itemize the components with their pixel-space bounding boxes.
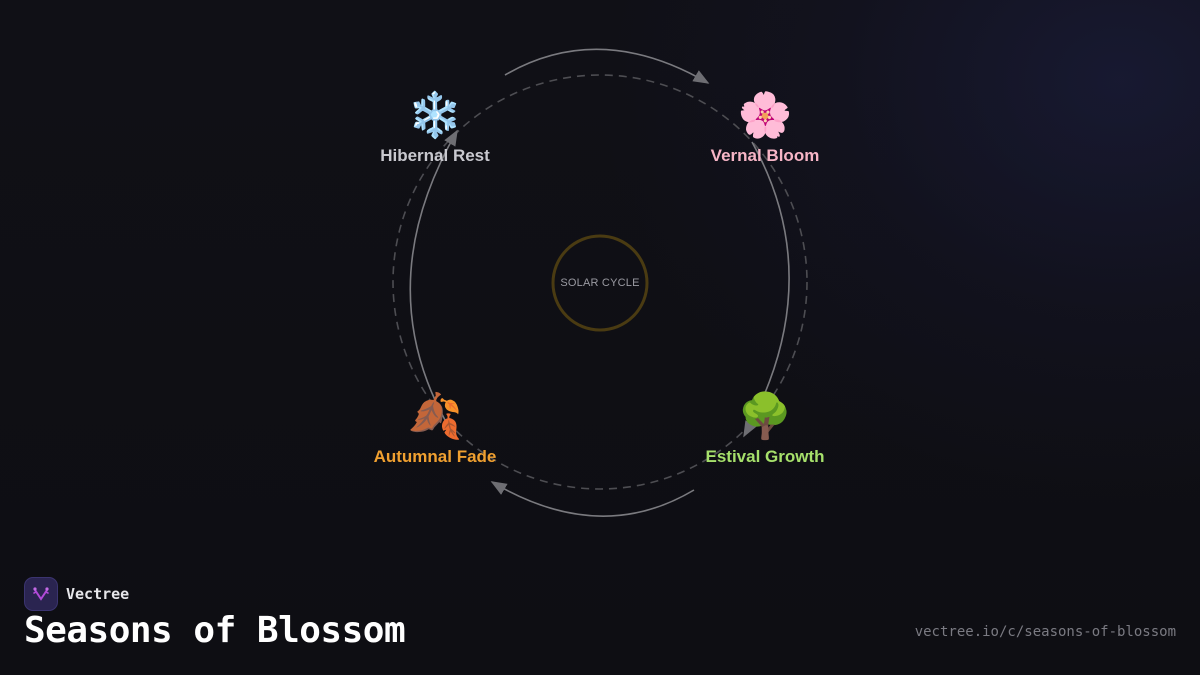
brand-name: Vectree — [66, 585, 130, 603]
cherry-blossom-icon: 🌸 — [737, 90, 793, 141]
source-url[interactable]: vectree.io/c/seasons-of-blossom — [914, 624, 1176, 640]
tree-icon: 🌳 — [737, 391, 793, 442]
snowflake-icon: ❄️ — [407, 90, 463, 141]
node-vernal-bloom[interactable]: 🌸 Vernal Bloom — [685, 88, 845, 166]
fallen-leaves-icon: 🍂 — [407, 391, 463, 442]
page-title: Seasons of Blossom — [24, 610, 406, 651]
vectree-logo-icon — [24, 577, 58, 611]
dashed-orbit-ring — [392, 74, 808, 490]
node-autumnal-fade[interactable]: 🍂 Autumnal Fade — [355, 389, 515, 467]
arrow-autumn-to-winter — [409, 129, 458, 421]
arrow-winter-to-spring — [504, 48, 710, 84]
node-label: Vernal Bloom — [710, 146, 820, 165]
node-estival-growth[interactable]: 🌳 Estival Growth — [685, 389, 845, 467]
brand: Vectree — [24, 577, 129, 611]
node-hibernal-rest[interactable]: ❄️ Hibernal Rest — [355, 88, 515, 166]
node-label: Autumnal Fade — [373, 447, 497, 466]
solar-cycle-ring — [551, 234, 649, 332]
arrow-spring-to-summer — [743, 141, 790, 438]
node-label: Estival Growth — [705, 447, 825, 466]
center-label: SOLAR CYCLE — [560, 277, 640, 289]
arrow-summer-to-autumn — [490, 481, 695, 517]
node-label: Hibernal Rest — [380, 146, 490, 165]
